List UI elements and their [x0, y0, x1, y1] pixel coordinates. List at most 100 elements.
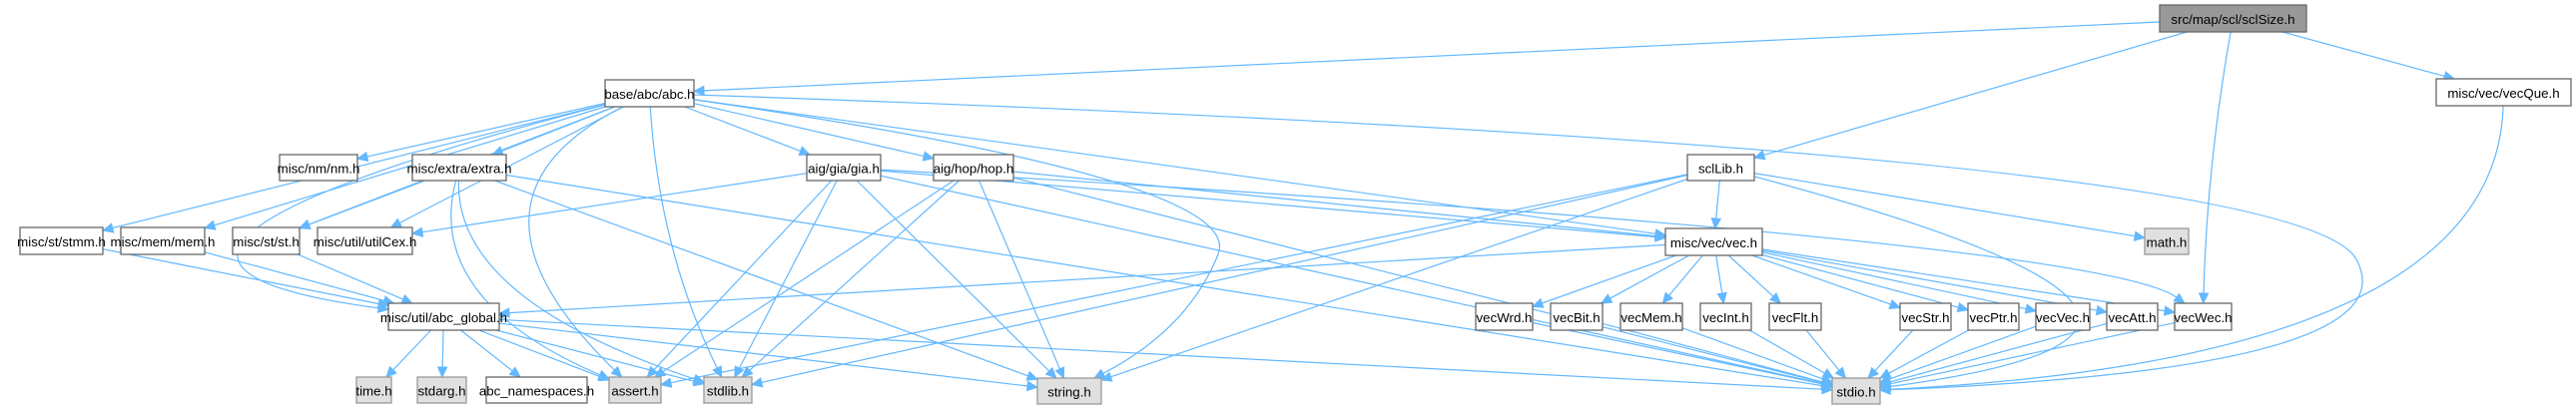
edge-abc-to-stdio — [693, 94, 2363, 395]
node-vecBit[interactable]: vecBit.h — [1550, 302, 1604, 331]
arrowhead-icon — [1769, 291, 1782, 304]
node-vecFlt[interactable]: vecFlt.h — [1768, 302, 1822, 331]
edge-line — [856, 180, 1050, 372]
edge-gia-to-assert — [646, 180, 833, 378]
node-vecWrd[interactable]: vecWrd.h — [1475, 302, 1534, 331]
node-abc-global[interactable]: misc/util/abc_global.h — [380, 302, 507, 331]
edge-line — [494, 180, 1028, 377]
node-hop[interactable]: aig/hop/hop.h — [933, 154, 1014, 182]
arrowhead-icon — [750, 377, 764, 388]
node-box — [19, 226, 104, 255]
arrowhead-icon — [1710, 217, 1722, 230]
node-vecInt[interactable]: vecInt.h — [1699, 302, 1752, 331]
edge-line — [1542, 254, 1676, 304]
edge-gia-to-utilCex — [410, 173, 808, 237]
node-nm[interactable]: misc/nm/nm.h — [278, 154, 360, 182]
node-label: vecBit.h — [1553, 310, 1600, 325]
edge-vec-to-abc_global — [497, 243, 1666, 318]
node-sclSize[interactable]: src/map/scl/sclSize.h — [2159, 4, 2307, 33]
arrowhead-icon — [298, 219, 312, 229]
node-vecVec[interactable]: vecVec.h — [2035, 302, 2091, 331]
node-vecAtt[interactable]: vecAtt.h — [2106, 302, 2159, 331]
edge-line — [460, 329, 513, 372]
node-stdio: stdio.h — [1831, 377, 1881, 405]
node-stmm[interactable]: misc/st/stmm.h — [17, 226, 106, 255]
node-mem[interactable]: misc/mem/mem.h — [111, 226, 216, 255]
edge-line — [392, 329, 432, 371]
node-box — [1768, 302, 1822, 331]
arrowhead-icon — [692, 376, 706, 387]
node-label: aig/gia/gia.h — [808, 162, 880, 177]
arrowhead-icon — [2163, 305, 2177, 316]
node-box — [1619, 302, 1683, 331]
node-gia[interactable]: aig/gia/gia.h — [806, 154, 882, 182]
node-abc-namespaces[interactable]: abc_namespaces.h — [479, 376, 594, 404]
node-box — [2144, 227, 2190, 255]
edge-line — [505, 174, 1823, 387]
edge-vecWrd-to-stdio — [1532, 321, 1834, 389]
node-abc[interactable]: base/abc/abc.h — [604, 79, 695, 108]
node-box — [279, 154, 358, 182]
edge-extra-to-stdio — [505, 174, 1834, 391]
node-utilCex[interactable]: misc/util/utilCex.h — [314, 226, 416, 255]
edge-sclLib-to-stdlib — [750, 174, 1688, 388]
node-box — [703, 376, 753, 404]
edge-abc_global-to-string — [498, 322, 1039, 392]
edge-vec-to-vecFlt — [1727, 254, 1782, 304]
edge-line — [1681, 327, 1823, 380]
edge-vecPtr-to-stdio — [1878, 329, 1969, 379]
node-st[interactable]: misc/st/st.h — [232, 226, 301, 255]
edge-vec-to-vecPtr — [1761, 253, 1970, 313]
node-vecQue[interactable]: misc/vec/vecQue.h — [2435, 78, 2572, 107]
node-sclLib[interactable]: sclLib.h — [1686, 154, 1755, 182]
node-label: misc/vec/vecQue.h — [2447, 86, 2559, 101]
edge-line — [1727, 254, 1774, 297]
edge-abc-to-assert — [528, 106, 624, 378]
edge-line — [1763, 31, 2188, 156]
node-box — [1686, 154, 1755, 182]
node-box — [485, 376, 588, 404]
node-box — [1550, 302, 1604, 331]
arrowhead-icon — [101, 222, 115, 233]
node-vecMem[interactable]: vecMem.h — [1619, 302, 1683, 331]
node-vecPtr[interactable]: vecPtr.h — [1967, 302, 2020, 331]
node-box — [1967, 302, 2020, 331]
edge-hop-to-vec — [1012, 171, 1667, 241]
arrowhead-icon — [597, 371, 611, 382]
edge-vecAtt-to-stdio — [1878, 322, 2108, 387]
node-label: string.h — [1047, 385, 1091, 400]
edge-line — [1748, 329, 1825, 374]
arrowhead-icon — [1752, 150, 1766, 161]
node-box — [120, 226, 206, 255]
edge-vecFlt-to-stdio — [1805, 329, 1847, 379]
node-box — [355, 376, 392, 404]
arrowhead-icon — [1834, 366, 1847, 379]
edge-stmm-to-abc_global — [102, 248, 390, 309]
arrowhead-icon — [712, 365, 723, 379]
edge-line — [1715, 254, 1723, 294]
arrowhead-icon — [1531, 297, 1545, 308]
node-label: misc/st/st.h — [233, 234, 300, 249]
node-label: vecPtr.h — [1969, 310, 2017, 325]
node-time: time.h — [355, 376, 392, 404]
edge-line — [1532, 321, 1823, 385]
edge-abc-to-hop — [693, 103, 936, 162]
node-extra[interactable]: misc/extra/extra.h — [407, 154, 512, 182]
node-label: sclLib.h — [1698, 162, 1743, 177]
edge-line — [508, 243, 1666, 314]
arrowhead-icon — [1888, 299, 1902, 309]
edge-line — [670, 174, 1688, 384]
edge-line — [297, 253, 403, 300]
edge-line — [693, 103, 925, 158]
edge-line — [1761, 253, 1959, 308]
edge-vec-to-vecMem — [1661, 254, 1703, 304]
edge-line — [1889, 322, 2176, 385]
arrowhead-icon — [741, 365, 754, 378]
node-vec[interactable]: misc/vec/vec.h — [1664, 227, 1763, 256]
edge-abc-to-stmm — [101, 104, 606, 233]
node-vecStr[interactable]: vecStr.h — [1899, 302, 1952, 331]
node-vecWec[interactable]: vecWec.h — [2174, 302, 2233, 331]
edge-hop-to-string — [978, 180, 1065, 380]
node-box — [317, 226, 413, 255]
